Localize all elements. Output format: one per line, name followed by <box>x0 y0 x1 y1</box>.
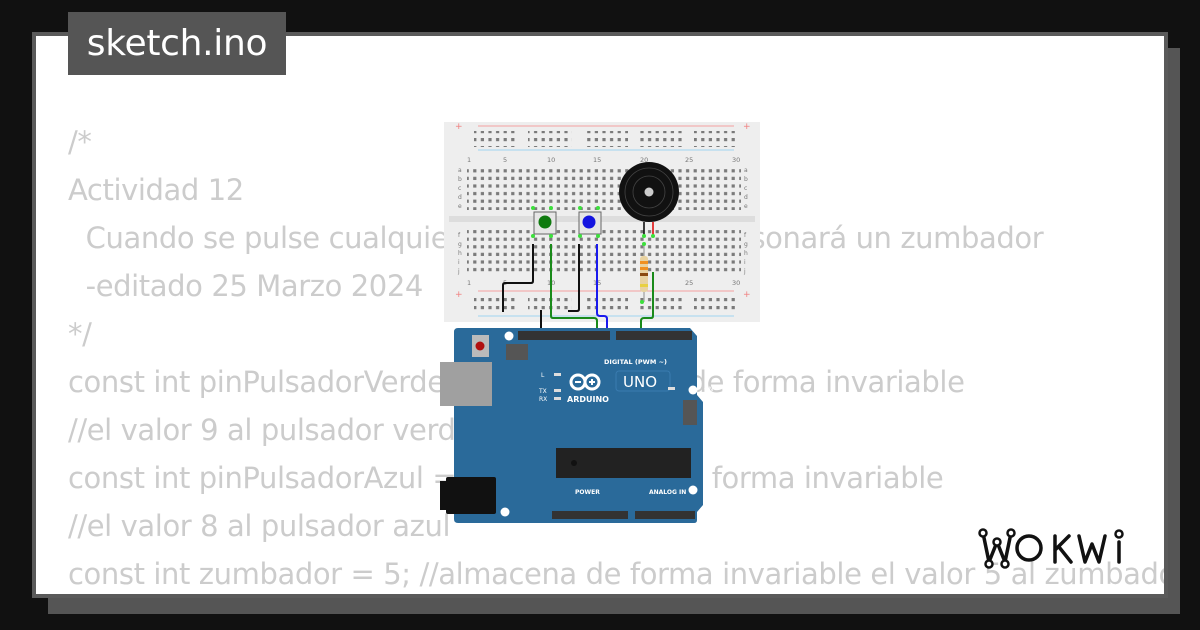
svg-text:30: 30 <box>732 156 740 164</box>
svg-text:RX: RX <box>539 396 547 403</box>
blue-pushbutton <box>578 206 602 238</box>
svg-text:c: c <box>744 185 747 192</box>
svg-text:+: + <box>743 290 751 300</box>
svg-text:+: + <box>455 290 463 300</box>
svg-text:15: 15 <box>593 156 601 164</box>
svg-text:i: i <box>458 259 460 266</box>
svg-text:i: i <box>744 259 746 266</box>
power-label: POWER <box>575 489 600 496</box>
code-line: const int zumbador = 5; //almacena de fo… <box>68 557 1168 591</box>
svg-text:h: h <box>458 250 462 257</box>
svg-text:j: j <box>457 268 460 275</box>
wokwi-logo-text: WOKWi <box>975 524 979 525</box>
arduino-logo-icon <box>569 373 601 391</box>
svg-text:b: b <box>744 176 748 183</box>
svg-text:25: 25 <box>685 156 693 164</box>
svg-text:c: c <box>458 185 461 192</box>
svg-text:+: + <box>743 122 751 132</box>
svg-text:b: b <box>458 176 462 183</box>
code-line: /* <box>68 125 92 159</box>
svg-text:1: 1 <box>467 156 471 164</box>
resistor <box>640 242 648 304</box>
svg-text:f: f <box>458 232 461 239</box>
svg-text:ON: ON <box>704 386 713 393</box>
svg-text:10: 10 <box>547 156 555 164</box>
svg-text:+: + <box>455 122 463 132</box>
uno-label: UNO <box>623 373 657 391</box>
green-pushbutton <box>531 206 557 238</box>
svg-text:h: h <box>744 250 748 257</box>
code-line: */ <box>68 317 92 351</box>
code-line: Actividad 12 <box>68 173 244 207</box>
svg-text:5: 5 <box>503 156 507 164</box>
svg-text:f: f <box>744 232 747 239</box>
buzzer <box>619 162 679 238</box>
svg-text:30: 30 <box>732 279 740 287</box>
svg-text:d: d <box>458 194 462 201</box>
arduino-brand-label: ARDUINO <box>567 395 609 404</box>
file-title-tab: sketch.ino <box>68 12 286 75</box>
svg-text:g: g <box>458 241 462 248</box>
arduino-uno-board: DIGITAL (PWM ~) UNO ARDUINO POWER ANALOG… <box>440 328 713 523</box>
digital-pwm-label: DIGITAL (PWM ~) <box>604 358 667 366</box>
svg-text:e: e <box>744 203 748 210</box>
svg-text:j: j <box>743 268 746 275</box>
svg-text:1: 1 <box>467 279 471 287</box>
wokwi-logo: WOKWi <box>975 524 1124 569</box>
svg-text:g: g <box>744 241 748 248</box>
svg-text:a: a <box>744 167 748 174</box>
code-line: //el valor 9 al pulsador verde <box>68 413 473 447</box>
code-line: //el valor 8 al pulsador azul <box>68 509 451 543</box>
svg-text:TX: TX <box>538 388 547 395</box>
code-line: -editado 25 Marzo 2024 <box>68 269 424 303</box>
svg-text:d: d <box>744 194 748 201</box>
svg-text:L: L <box>541 372 545 379</box>
svg-text:a: a <box>458 167 462 174</box>
svg-text:25: 25 <box>685 279 693 287</box>
svg-text:e: e <box>458 203 462 210</box>
analog-in-label: ANALOG IN <box>649 489 686 496</box>
svg-text:20: 20 <box>640 156 648 164</box>
